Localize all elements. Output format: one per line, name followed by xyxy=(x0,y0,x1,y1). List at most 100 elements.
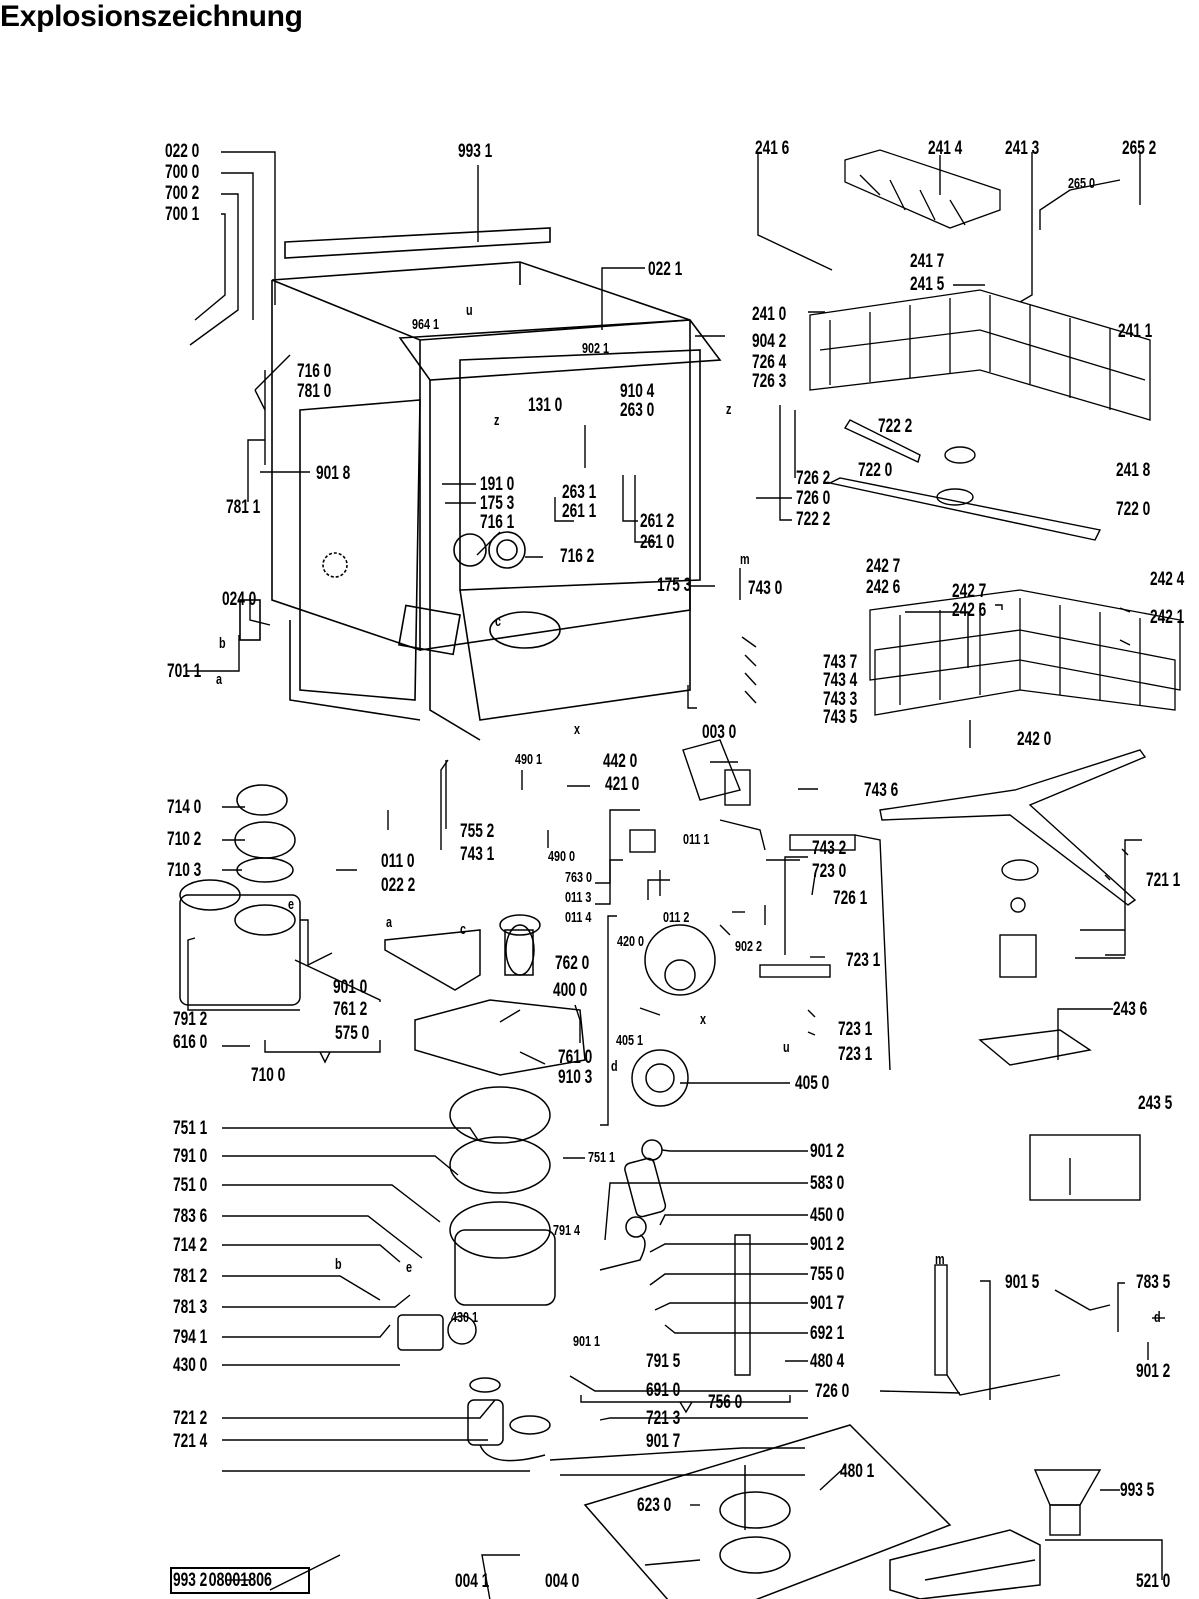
part-label: 691 0 xyxy=(646,1380,681,1401)
part-label: 791 4 xyxy=(553,1222,581,1239)
part-label: 242 1 xyxy=(1150,607,1185,628)
part-label: 241 4 xyxy=(928,138,963,159)
part-label: 175 3 xyxy=(480,493,515,514)
water-softener xyxy=(179,784,301,1006)
sump-assembly xyxy=(449,914,556,1306)
part-label: 721 1 xyxy=(1146,870,1181,891)
part-label: 726 3 xyxy=(752,371,787,392)
part-label: 616 0 xyxy=(173,1032,208,1053)
part-label: 781 0 xyxy=(297,381,332,402)
part-label: 743 0 xyxy=(748,578,783,599)
part-label: 910 3 xyxy=(558,1067,593,1088)
part-label: 011 1 xyxy=(683,831,710,848)
part-label: 993 5 xyxy=(1120,1480,1155,1501)
part-label: 241 7 xyxy=(910,251,945,272)
marker-c: c xyxy=(460,921,467,938)
part-label: 400 0 xyxy=(553,980,588,1001)
part-label: 721 2 xyxy=(173,1408,208,1429)
part-label: 721 3 xyxy=(646,1408,681,1429)
part-label: 755 0 xyxy=(810,1264,845,1285)
page-title: Explosionszeichnung xyxy=(0,0,303,33)
marker-e: e xyxy=(288,896,295,913)
marker-a: a xyxy=(216,671,223,688)
part-label: 743 4 xyxy=(823,670,858,691)
part-label: 751 1 xyxy=(588,1149,616,1166)
drain-pump xyxy=(397,1314,551,1462)
part-label: 241 3 xyxy=(1005,138,1040,159)
part-label: 716 0 xyxy=(297,361,332,382)
part-label: 242 6 xyxy=(866,577,901,598)
part-label: 242 6 xyxy=(952,600,987,621)
part-label: 710 2 xyxy=(167,829,202,850)
part-label: 993 1 xyxy=(458,141,493,162)
part-label: 762 0 xyxy=(555,953,590,974)
part-label: 726 4 xyxy=(752,352,787,373)
part-label: 011 3 xyxy=(565,889,592,906)
marker-z: z xyxy=(726,401,732,418)
part-label: 901 1 xyxy=(573,1333,601,1350)
part-label: 430 0 xyxy=(173,1355,208,1376)
part-label: 022 2 xyxy=(381,875,416,896)
marker-u: u xyxy=(783,1039,790,1056)
part-label: 191 0 xyxy=(480,474,515,495)
part-label: 701 1 xyxy=(167,661,202,682)
part-label: 011 2 xyxy=(663,909,690,926)
part-label: 265 2 xyxy=(1122,138,1157,159)
part-label: 490 0 xyxy=(548,848,576,865)
cabinet-frame xyxy=(239,227,722,741)
part-label: 755 2 xyxy=(460,821,495,842)
part-label: 993 2 xyxy=(173,1570,208,1591)
part-label: 242 4 xyxy=(1150,569,1185,590)
part-label: 583 0 xyxy=(810,1173,845,1194)
marker-x: x xyxy=(574,721,581,738)
lower-spray-arm xyxy=(879,749,1147,978)
marker-x: x xyxy=(700,1011,707,1028)
base-plate xyxy=(583,1424,952,1599)
part-label: 022 1 xyxy=(648,259,683,280)
marker-d: d xyxy=(611,1058,618,1075)
lower-basket xyxy=(869,589,1181,716)
part-label: 791 0 xyxy=(173,1146,208,1167)
part-label: 241 8 xyxy=(1116,460,1151,481)
part-label: 265 0 xyxy=(1068,175,1096,192)
marker-z: z xyxy=(494,412,500,429)
part-label: 710 0 xyxy=(251,1065,286,1086)
part-label: 242 0 xyxy=(1017,729,1052,750)
part-label: 175 3 xyxy=(657,575,692,596)
misc-parts xyxy=(269,739,1141,1591)
part-label: 700 2 xyxy=(165,183,200,204)
part-label: 004 1 xyxy=(455,1571,490,1592)
part-label: 722 0 xyxy=(1116,499,1151,520)
part-label: 743 6 xyxy=(864,780,899,801)
part-label: 781 2 xyxy=(173,1266,208,1287)
part-label: 242 7 xyxy=(866,556,901,577)
part-label: 723 1 xyxy=(838,1044,873,1065)
part-label: 901 7 xyxy=(646,1431,681,1452)
leader-lines xyxy=(186,151,1165,1599)
part-label: 490 1 xyxy=(515,751,543,768)
part-label: 450 0 xyxy=(810,1205,845,1226)
part-label: 901 2 xyxy=(810,1141,845,1162)
marker-d: d xyxy=(1154,1309,1161,1326)
part-label: 722 2 xyxy=(796,509,831,530)
part-label: 004 0 xyxy=(545,1571,580,1592)
part-label: 761 2 xyxy=(333,999,368,1020)
part-label: 480 1 xyxy=(840,1461,875,1482)
part-label: 743 7 xyxy=(823,652,858,673)
part-label: 791 2 xyxy=(173,1009,208,1030)
document-number-box: 08001806 xyxy=(170,1567,310,1594)
part-label: 964 1 xyxy=(412,316,440,333)
part-label: 726 0 xyxy=(815,1381,850,1402)
part-label: 700 0 xyxy=(165,162,200,183)
part-label: 003 0 xyxy=(702,722,737,743)
part-label: 722 0 xyxy=(858,460,893,481)
part-label: 710 3 xyxy=(167,860,202,881)
part-label: 726 2 xyxy=(796,468,831,489)
part-label: 781 3 xyxy=(173,1297,208,1318)
part-label: 241 0 xyxy=(752,304,787,325)
part-label: 421 0 xyxy=(605,774,640,795)
part-label: 783 5 xyxy=(1136,1272,1171,1293)
upper-spray-arm xyxy=(827,419,1102,541)
part-label: 756 0 xyxy=(708,1392,743,1413)
